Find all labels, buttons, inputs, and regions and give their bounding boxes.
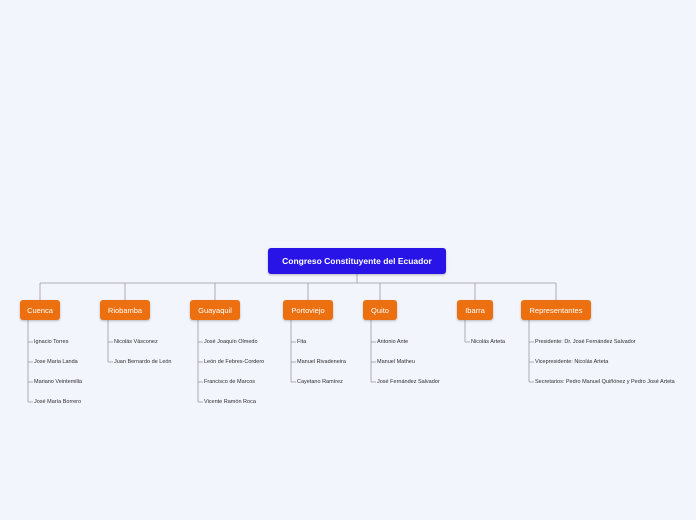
branch-topic-label: Quito (371, 305, 389, 315)
branch-topic-ibarra[interactable]: Ibarra (457, 300, 493, 320)
subtopic-item[interactable]: Fita (297, 338, 307, 345)
subtopic-item[interactable]: Cayetano Ramírez (297, 378, 343, 385)
branch-topic-riobamba[interactable]: Riobamba (100, 300, 150, 320)
subtopic-item[interactable]: Jose Maria Landa (34, 358, 78, 365)
subtopic-item[interactable]: Francisco de Marcos (204, 378, 256, 385)
subtopic-item[interactable]: José Fernández Salvador (377, 378, 440, 385)
branch-topic-label: Riobamba (107, 305, 143, 315)
branch-topic-quito[interactable]: Quito (363, 300, 397, 320)
subtopic-item[interactable]: Nicolás Vásconez (114, 338, 158, 345)
subtopic-item[interactable]: Nicolás Arteta (471, 338, 505, 345)
subtopic-item[interactable]: León de Febres-Cordero (204, 358, 265, 365)
branch-topic-representantes[interactable]: Representantes (521, 300, 591, 320)
subtopic-item[interactable]: Antonio Ante (377, 338, 409, 345)
branch-topic-label: Portoviejo (291, 305, 325, 315)
subtopic-item[interactable]: Juan Bernardo de León (114, 358, 172, 365)
subtopic-item[interactable]: Presidente: Dr. José Fernández Salvador (535, 338, 636, 345)
subtopic-item[interactable]: Ignacio Torres (34, 338, 69, 345)
subtopic-item[interactable]: Vicente Ramón Roca (204, 398, 256, 405)
subtopic-item[interactable]: Manuel Rivadeneira (297, 358, 346, 365)
root-topic-congreso-constituyente[interactable]: Congreso Constituyente del Ecuador (268, 248, 446, 274)
branch-topic-cuenca[interactable]: Cuenca (20, 300, 60, 320)
root-topic-label: Congreso Constituyente del Ecuador (282, 256, 432, 266)
branch-topic-label: Ibarra (465, 305, 485, 315)
branch-topic-label: Representantes (529, 305, 583, 315)
subtopic-item[interactable]: José Joaquín Olmedo (204, 338, 258, 345)
subtopic-item[interactable]: José María Borrero (34, 398, 82, 405)
subtopic-item[interactable]: Manuel Matheu (377, 358, 415, 365)
branch-topic-portoviejo[interactable]: Portoviejo (283, 300, 333, 320)
branch-topic-guayaquil[interactable]: Guayaquil (190, 300, 240, 320)
branch-topic-label: Cuenca (27, 305, 53, 315)
subtopic-item[interactable]: Secretarios: Pedro Manuel Quiñónez y Ped… (535, 378, 675, 385)
branch-topic-label: Guayaquil (198, 305, 232, 315)
subtopic-item[interactable]: Mariano Veintemilla (34, 378, 82, 385)
subtopic-item[interactable]: Vicepresidente: Nicolás Arteta (535, 358, 609, 365)
